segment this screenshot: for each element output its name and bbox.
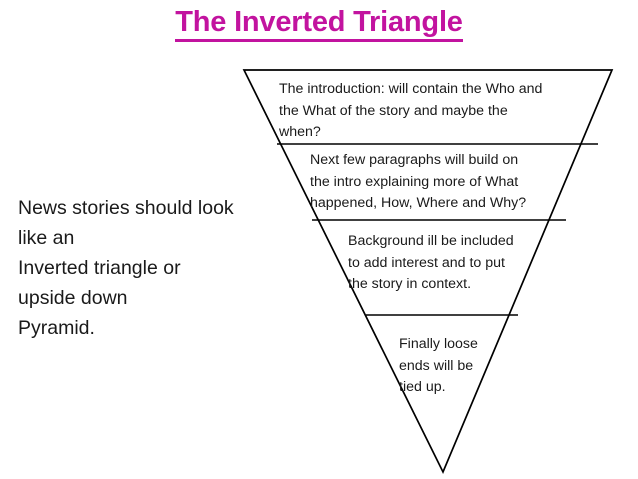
left-description-line: like an (18, 227, 75, 249)
section-line: the intro explaining more of What (310, 173, 519, 190)
triangle-section-next-paragraphs: Next few paragraphs will build on the in… (310, 150, 600, 215)
section-line: The introduction: will contain the Who a… (279, 81, 543, 97)
section-line: the story in context. (348, 276, 472, 292)
left-description-line: Pyramid. (18, 317, 95, 339)
page-title-text: The Inverted Triangle (175, 6, 463, 42)
section-line: tied up. (399, 379, 446, 395)
section-line: Next few paragraphs will build on (310, 152, 519, 168)
section-line: Finally loose (399, 336, 478, 352)
page-title: The Inverted Triangle (0, 6, 638, 42)
section-line: ends will be (399, 357, 474, 374)
section-line: happened, How, Where and Why? (310, 195, 527, 211)
left-description-line: upside down (18, 287, 128, 309)
left-description-line: News stories should look (18, 197, 234, 219)
section-line: the What of the story and maybe the (279, 102, 508, 119)
triangle-section-introduction: The introduction: will contain the Who a… (279, 79, 599, 144)
section-line: to add interest and to put (348, 254, 505, 271)
triangle-outline (242, 69, 614, 475)
left-description-text: News stories should look like an Inverte… (18, 193, 270, 343)
section-line: when? (279, 124, 321, 140)
left-description-line: Inverted triangle or (18, 257, 181, 279)
triangle-section-background: Background ill be included to add intere… (348, 231, 578, 296)
triangle-section-loose-ends: Finally loose ends will be tied up. (399, 334, 549, 399)
section-line: Background ill be included (348, 233, 514, 249)
